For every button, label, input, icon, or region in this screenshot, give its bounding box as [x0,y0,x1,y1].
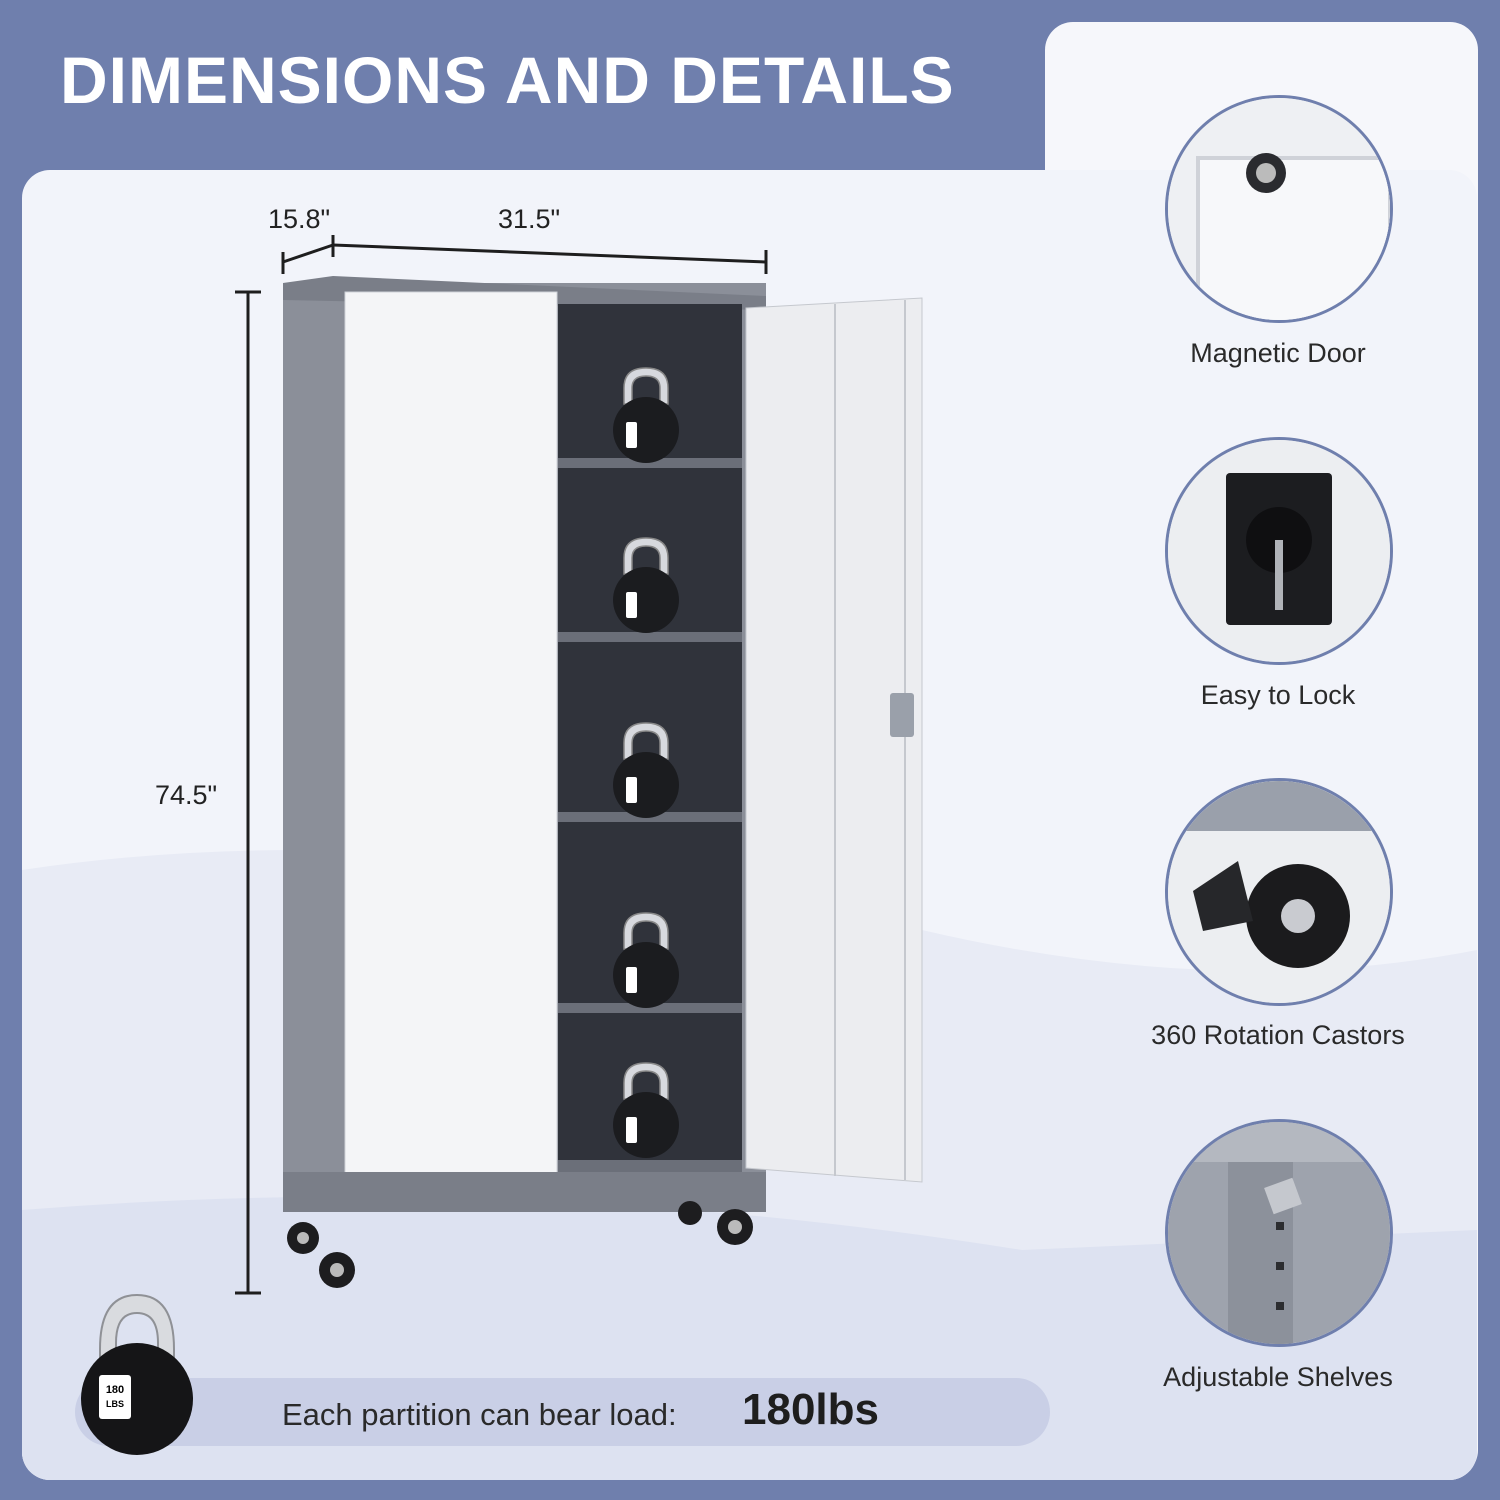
lock-icon [1165,437,1393,665]
kettlebell-icon: 180 LBS [81,1293,193,1455]
feature-label-magnetic-door: Magnetic Door [1190,338,1366,368]
shelf-bracket-icon [1165,1119,1393,1347]
feature-label-castors: 360 Rotation Castors [1151,1020,1405,1050]
width-label: 31.5" [498,204,561,234]
load-description: Each partition can bear load: [282,1397,677,1432]
page-title: DIMENSIONS AND DETAILS [60,43,955,117]
feature-label-easy-lock: Easy to Lock [1200,680,1356,710]
load-banner [75,1378,1050,1446]
kettlebell-weight: 180 [106,1384,124,1396]
left-door [344,291,558,1195]
castors [287,1201,753,1288]
feature-label-shelves: Adjustable Shelves [1163,1362,1393,1392]
height-label: 74.5" [155,780,218,810]
depth-label: 15.8" [268,204,331,234]
castor-wheel-icon [1165,778,1393,1006]
door-lock [890,693,914,737]
load-value: 180lbs [742,1385,879,1434]
kettlebell-unit: LBS [106,1399,124,1409]
magnetic-door-icon [1165,95,1393,323]
cabinet-illustration [283,276,923,1288]
